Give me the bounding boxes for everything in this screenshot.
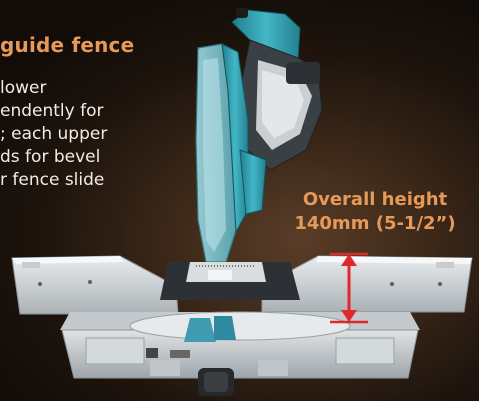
feature-description: lower endently for ; each upper ds for b… (0, 77, 160, 192)
callout-title: Overall height (302, 189, 448, 210)
overall-height-callout: Overall height 140mm (5-1/2”) (285, 188, 465, 236)
front-knob (150, 360, 288, 396)
description-line: lower (0, 78, 47, 98)
feature-heading: guide fence (0, 33, 135, 57)
left-guide-fence (11, 255, 179, 315)
description-line: endently for (0, 101, 104, 121)
blade-guard (195, 43, 249, 263)
saw-base (60, 311, 420, 379)
turntable (160, 262, 300, 300)
saw-head (231, 8, 323, 171)
description-line: r fence slide (0, 170, 105, 190)
right-guide-fence (261, 255, 473, 313)
description-line: ; each upper (0, 124, 108, 144)
height-dimension-arrow (330, 252, 368, 324)
saw-handle (239, 149, 267, 215)
description-line: ds for bevel (0, 147, 101, 167)
callout-measurement: 140mm (5-1/2”) (294, 213, 456, 234)
